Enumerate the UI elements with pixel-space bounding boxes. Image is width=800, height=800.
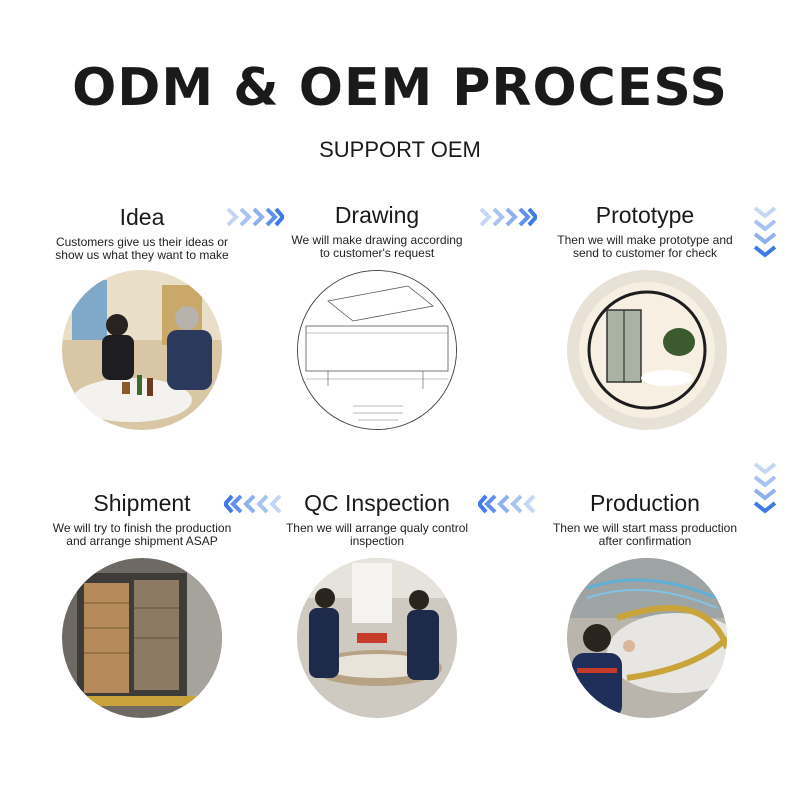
step-title: Prototype (595, 202, 695, 228)
step-title: Production (590, 490, 700, 516)
step-title: QC Inspection (304, 490, 450, 516)
inspection-photo (297, 558, 457, 718)
step-title: Idea (119, 204, 165, 230)
step-idea: Idea Customers give us their ideas or sh… (27, 202, 257, 430)
arrow-down-icon (753, 462, 777, 514)
step-qc-inspection: QC Inspection Then we will arrange qualy… (262, 488, 492, 718)
arrow-left-icon (224, 494, 282, 514)
step-description: Then we will start mass production after… (552, 521, 738, 548)
step-description: We will try to finish the production and… (52, 521, 232, 548)
arrow-right-icon (226, 207, 284, 227)
page-subtitle: SUPPORT OEM (319, 137, 481, 162)
arrow-left-icon (478, 494, 536, 514)
arrow-down-icon (753, 206, 777, 258)
round-mirror-photo (567, 270, 727, 430)
step-description: We will make drawing according to custom… (291, 233, 463, 260)
technical-drawing (297, 270, 457, 430)
step-drawing: Drawing We will make drawing according t… (262, 200, 492, 430)
arrow-right-icon (479, 207, 537, 227)
step-shipment: Shipment We will try to finish the produ… (27, 488, 257, 718)
step-description: Then we will arrange qualy control inspe… (285, 521, 469, 548)
step-description: Then we will make prototype and send to … (557, 233, 733, 260)
meeting-photo (62, 270, 222, 430)
page-title: ODM & OEM PROCESS (72, 58, 728, 118)
step-description: Customers give us their ideas or show us… (55, 235, 229, 262)
shipping-container-photo (62, 558, 222, 718)
step-title: Shipment (93, 490, 191, 516)
production-photo (567, 558, 727, 718)
step-prototype: Prototype Then we will make prototype an… (530, 200, 760, 430)
step-title: Drawing (334, 202, 420, 228)
step-production: Production Then we will start mass produ… (530, 488, 760, 718)
